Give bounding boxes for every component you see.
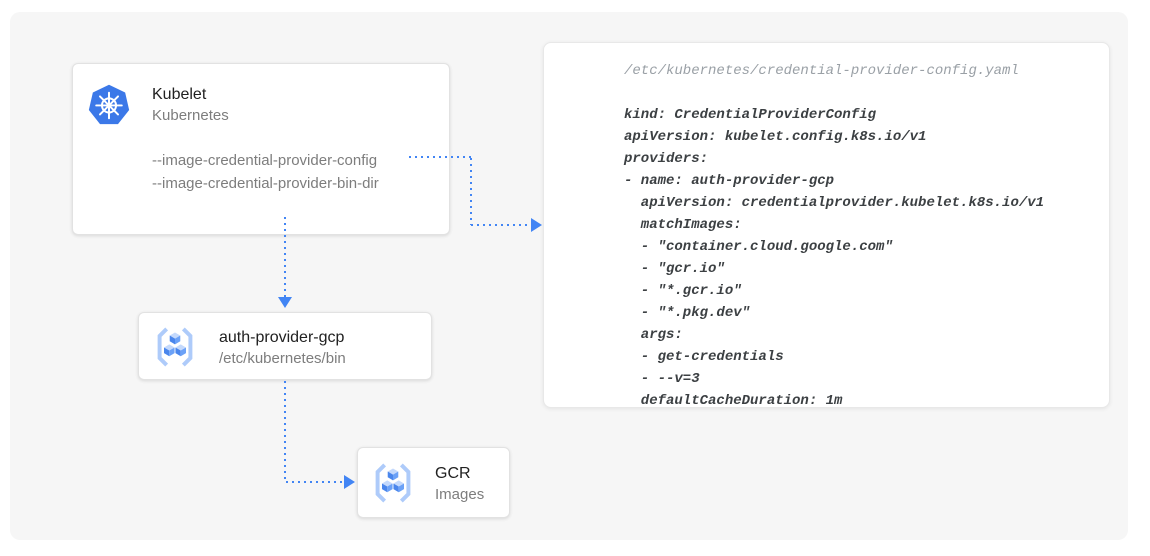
- code-line: - "*.pkg.dev": [624, 305, 751, 321]
- code-body: kind: CredentialProviderConfig apiVersion…: [624, 104, 1093, 412]
- arrow-segment: [284, 381, 286, 482]
- code-line: - name: auth-provider-gcp: [624, 173, 835, 189]
- arrow-segment: [284, 217, 286, 298]
- kubelet-flag: --image-credential-provider-bin-dir: [152, 175, 379, 192]
- kubelet-node-header: Kubelet Kubernetes: [73, 64, 449, 127]
- arrow-segment: [471, 224, 531, 226]
- gcr-icon: [157, 327, 193, 367]
- gcr-node-header: GCR Images: [358, 448, 509, 505]
- auth-provider-node-subtitle: /etc/kubernetes/bin: [219, 350, 346, 367]
- arrowhead-right-icon: [531, 218, 542, 232]
- kubelet-node-title: Kubelet: [152, 86, 207, 103]
- kubelet-flags: --image-credential-provider-config --imag…: [152, 149, 379, 195]
- code-filename: /etc/kubernetes/credential-provider-conf…: [624, 63, 1019, 79]
- kubelet-node: Kubelet Kubernetes --image-credential-pr…: [72, 63, 450, 235]
- code-line: apiVersion: credentialprovider.kubelet.k…: [624, 195, 1045, 211]
- arrow-segment: [470, 158, 472, 225]
- auth-provider-node: auth-provider-gcp /etc/kubernetes/bin: [138, 312, 432, 380]
- code-line: - --v=3: [624, 371, 700, 387]
- auth-provider-node-titles: auth-provider-gcp /etc/kubernetes/bin: [219, 325, 346, 369]
- code-line: kind: CredentialProviderConfig: [624, 107, 877, 123]
- code-line: - "gcr.io": [624, 261, 725, 277]
- auth-provider-node-header: auth-provider-gcp /etc/kubernetes/bin: [139, 313, 431, 369]
- gcr-node-subtitle: Images: [435, 486, 485, 503]
- gcr-node: GCR Images: [357, 447, 510, 518]
- kubelet-flag: --image-credential-provider-config: [152, 152, 378, 169]
- gcr-node-title: GCR: [435, 465, 471, 482]
- kubernetes-icon: [88, 84, 130, 125]
- arrowhead-right-icon: [344, 475, 355, 489]
- code-line: - get-credentials: [624, 349, 784, 365]
- kubelet-node-titles: Kubelet Kubernetes: [152, 83, 229, 126]
- gcr-node-titles: GCR Images: [435, 461, 484, 505]
- arrow-segment: [286, 481, 344, 483]
- code-line: matchImages:: [624, 217, 742, 233]
- code-panel: /etc/kubernetes/credential-provider-conf…: [543, 42, 1110, 409]
- arrow-segment: [409, 156, 471, 158]
- code-line: providers:: [624, 151, 709, 167]
- code-line: - "container.cloud.google.com": [624, 239, 893, 255]
- code-line: defaultCacheDuration: 1m: [624, 393, 843, 409]
- kubelet-node-subtitle: Kubernetes: [152, 107, 229, 124]
- code-line: apiVersion: kubelet.config.k8s.io/v1: [624, 129, 927, 145]
- code-line: args:: [624, 327, 683, 343]
- arrowhead-down-icon: [278, 297, 292, 308]
- code-line: - "*.gcr.io": [624, 283, 742, 299]
- gcr-icon: [375, 463, 411, 503]
- auth-provider-node-title: auth-provider-gcp: [219, 329, 345, 346]
